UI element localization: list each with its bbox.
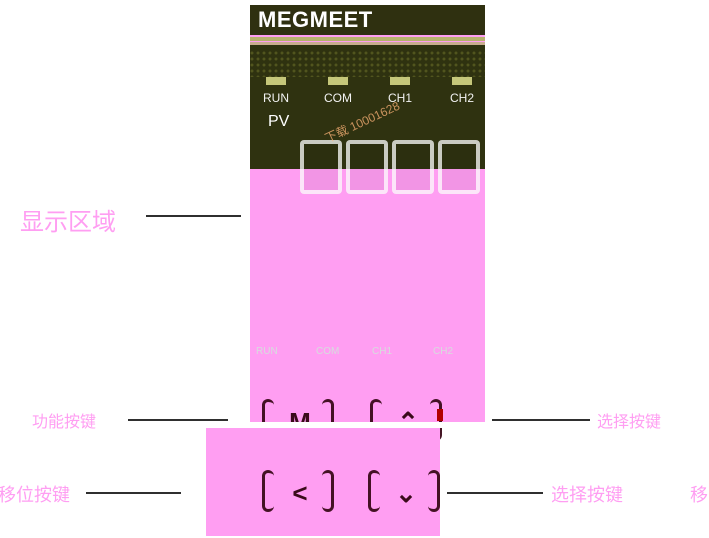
callout-line-display	[146, 215, 241, 217]
indicator-label: COM	[324, 91, 352, 105]
ch1-led	[390, 77, 410, 85]
indicator-label: RUN	[263, 91, 289, 105]
ch2-led	[452, 77, 472, 85]
callout-function-key: 功能按键	[32, 414, 97, 431]
digit-1	[300, 140, 342, 194]
faint-run: RUN	[256, 346, 278, 357]
callout-line-function	[128, 419, 228, 421]
white-gap	[250, 422, 485, 428]
faint-ch1: CH1	[372, 346, 393, 357]
indicator-label: CH1	[387, 91, 412, 105]
dot-matrix	[250, 51, 485, 77]
indicator-ch1: CH1	[380, 77, 420, 105]
run-led	[266, 77, 286, 85]
callout-right-edge: 移	[690, 485, 708, 505]
com-led	[328, 77, 348, 85]
brand-divider-2	[250, 42, 485, 45]
chevron-down-icon: ⌄	[395, 478, 417, 508]
shift-key[interactable]: <	[262, 466, 334, 516]
callout-line-select-bottom	[447, 492, 543, 494]
callout-display-area: 显示区域	[20, 209, 116, 236]
display-area: RUN COM CH1 CH2 PV 下载 10001628	[250, 45, 485, 194]
down-key[interactable]: ⌄	[368, 466, 440, 516]
faint-com: COM	[316, 346, 340, 357]
callout-select-key-top: 选择按键	[597, 414, 662, 431]
callout-line-shift	[86, 492, 181, 494]
indicator-label: CH2	[449, 91, 474, 105]
brand-logo: MEGMEET	[258, 7, 373, 32]
digit-3	[392, 140, 434, 194]
faint-ch2: CH2	[433, 346, 454, 357]
indicator-com: COM	[318, 77, 358, 105]
digit-4	[438, 140, 480, 194]
indicator-ch2: CH2	[442, 77, 482, 105]
pv-label: PV	[268, 113, 290, 130]
controller-device: MEGMEET RUN COM CH1 CH2 PV 下载 10001628 R…	[250, 5, 485, 441]
indicator-run: RUN	[256, 77, 296, 105]
digit-2	[346, 140, 388, 194]
brand-divider	[250, 37, 485, 41]
indicator-mark	[437, 409, 443, 421]
callout-line-select-top	[492, 419, 590, 421]
callout-shift-key: 移位按键	[0, 485, 70, 505]
chevron-left-icon: <	[292, 478, 308, 508]
brand-bar: MEGMEET	[250, 5, 485, 35]
lower-keypad	[206, 428, 440, 536]
lower-indicator-row: RUN COM CH1 CH2	[250, 346, 485, 364]
callout-select-key-bottom: 选择按键	[551, 485, 623, 505]
